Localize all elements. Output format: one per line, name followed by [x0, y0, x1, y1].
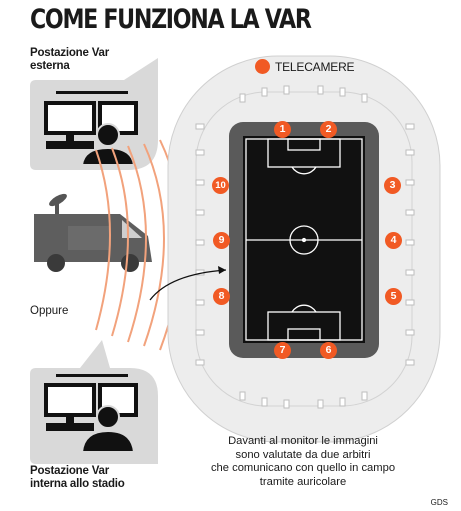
connection-arrow [149, 269, 227, 301]
camera-marker-4: 4 [385, 232, 402, 249]
camera-marker-9: 9 [213, 232, 230, 249]
broadcast-van-icon [34, 193, 152, 272]
pitch-lines [245, 138, 363, 341]
credit: GDS [430, 498, 448, 507]
external-station-label: Postazione Var esterna [30, 47, 110, 72]
camera-marker-3: 3 [384, 177, 401, 194]
camera-marker-10: 10 [212, 177, 229, 194]
stadium-seats [195, 85, 415, 409]
legend: TELECAMERE [255, 59, 355, 74]
external-monitors-icon [44, 91, 138, 166]
camera-marker-6: 6 [320, 342, 337, 359]
camera-marker-1: 1 [274, 121, 291, 138]
or-label: Oppure [30, 305, 69, 317]
caption: Davanti al monitor le immagini sono valu… [210, 435, 396, 488]
internal-station-label: Postazione Var interna allo stadio [30, 465, 125, 490]
camera-marker-5: 5 [385, 288, 402, 305]
camera-marker-7: 7 [274, 342, 291, 359]
camera-marker-8: 8 [213, 288, 230, 305]
page-title: COME FUNZIONA LA VAR [30, 4, 312, 35]
legend-label: TELECAMERE [275, 60, 355, 74]
internal-monitors-icon [44, 374, 138, 453]
camera-marker-2: 2 [320, 121, 337, 138]
camera-legend-icon [255, 59, 270, 74]
